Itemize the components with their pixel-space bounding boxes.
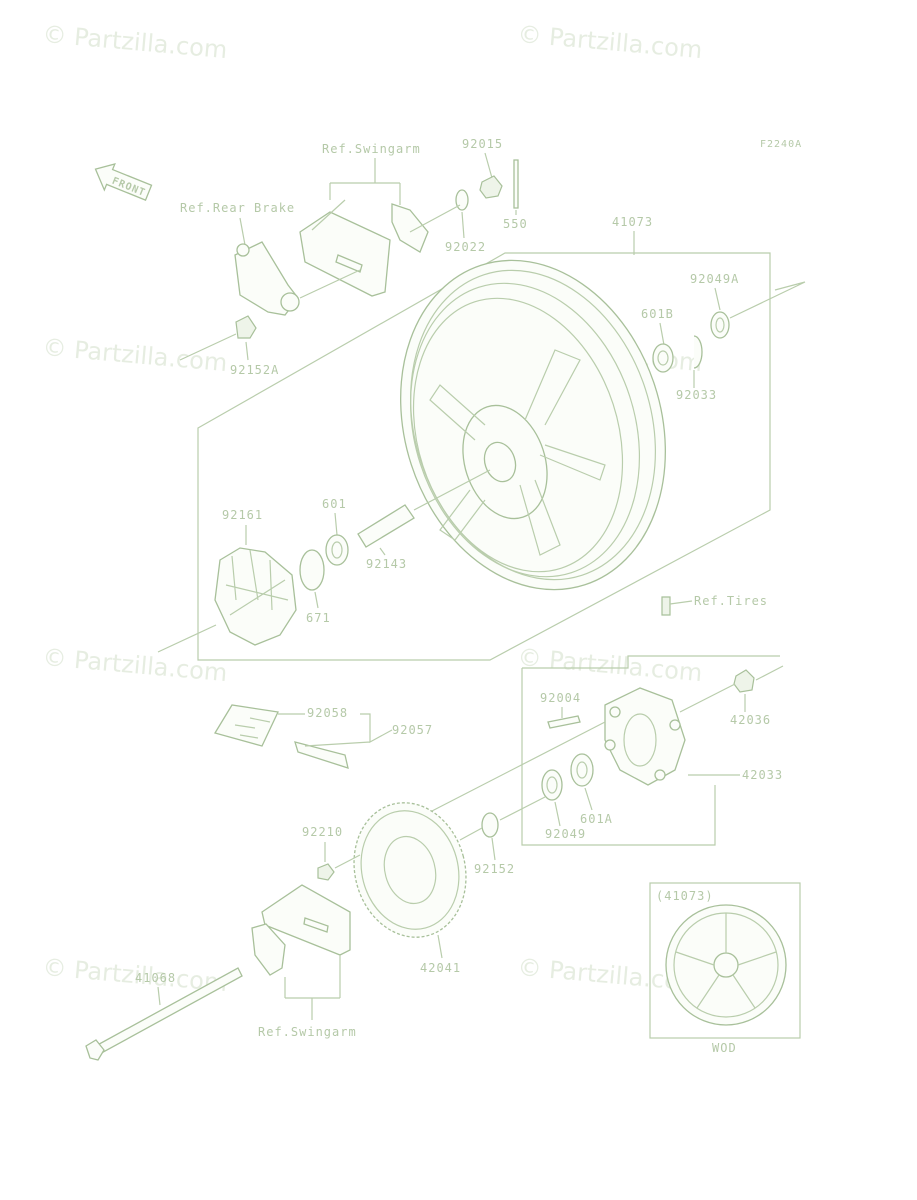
part-92152A-group: 92152A — [179, 315, 279, 377]
rear-axle: 41068 — [85, 967, 243, 1061]
part-number-label: 42033 — [742, 768, 783, 782]
inset-wheel-variant: (41073) WOD — [649, 882, 801, 1055]
left-bearing-group: 671 601 92143 — [157, 469, 491, 653]
wheel-damper: 92161 — [214, 508, 297, 646]
part-number-label: 92022 — [445, 240, 486, 254]
figure-code: F2240A — [760, 139, 802, 150]
ref-swingarm-top-callout: Ref.Swingarm — [322, 142, 421, 205]
part-number-label: 550 — [503, 217, 528, 231]
part-number-label: 92058 — [307, 706, 348, 720]
part-number-label: 671 — [306, 611, 331, 625]
part-number-label: 92152A — [230, 363, 279, 377]
part-92210-group: 92210 — [302, 825, 361, 881]
watermark: © Partzilla.com — [516, 20, 703, 64]
part-number-label: 92152 — [474, 862, 515, 876]
wheel-assembly-outline — [197, 252, 771, 661]
rear-sprocket: 42041 — [353, 802, 467, 975]
front-arrow-icon: FRONT — [94, 163, 153, 201]
part-number-label: 42041 — [420, 961, 461, 975]
part-92152-group: 92152 — [459, 796, 546, 876]
swingarm-bracket-top — [299, 199, 429, 297]
inset-caption: WOD — [712, 1041, 737, 1055]
swingarm-bracket-bottom: Ref.Swingarm — [251, 884, 357, 1039]
part-number-label: 41068 — [135, 971, 176, 985]
part-92015-group: 92015 550 92022 — [409, 137, 528, 254]
part-number-label: 92057 — [392, 723, 433, 737]
hub-assembly-outline — [521, 655, 780, 846]
part-number-label: 92143 — [366, 557, 407, 571]
part-number-label: 41073 — [612, 215, 653, 229]
part-number-label: 92004 — [540, 691, 581, 705]
part-number-label: 92033 — [676, 388, 717, 402]
part-number-label: 92049 — [545, 827, 586, 841]
part-number-label: 92210 — [302, 825, 343, 839]
part-number-label: 601 — [322, 497, 347, 511]
watermark: © Partzilla.com — [41, 643, 228, 687]
ref-swingarm-bottom-label: Ref.Swingarm — [258, 1025, 357, 1039]
watermark: © Partzilla.com — [41, 333, 228, 377]
right-bearing-group: 92049A 601B 92033 — [641, 272, 806, 402]
rear-wheel — [400, 259, 666, 591]
drive-chain: 92058 92057 — [213, 704, 433, 769]
part-number-label: 601B — [641, 307, 674, 321]
ref-tires-label: Ref.Tires — [694, 594, 768, 608]
sprocket-hub: 92004 42036 42033 92049 601A — [429, 665, 784, 841]
rear-brake-bracket: Ref.Rear Brake — [180, 201, 361, 316]
part-number-label: 42036 — [730, 713, 771, 727]
watermark: © Partzilla.com — [516, 643, 703, 687]
inset-title: (41073) — [656, 889, 714, 903]
part-number-label: 601A — [580, 812, 613, 826]
part-number-label: 92161 — [222, 508, 263, 522]
ref-swingarm-top-label: Ref.Swingarm — [322, 142, 421, 156]
ref-rear-brake-label: Ref.Rear Brake — [180, 201, 295, 215]
ref-tires-callout: Ref.Tires — [661, 594, 768, 616]
part-number-label: 92049A — [690, 272, 739, 286]
watermark: © Partzilla.com — [41, 20, 228, 64]
part-number-label: 92015 — [462, 137, 503, 151]
